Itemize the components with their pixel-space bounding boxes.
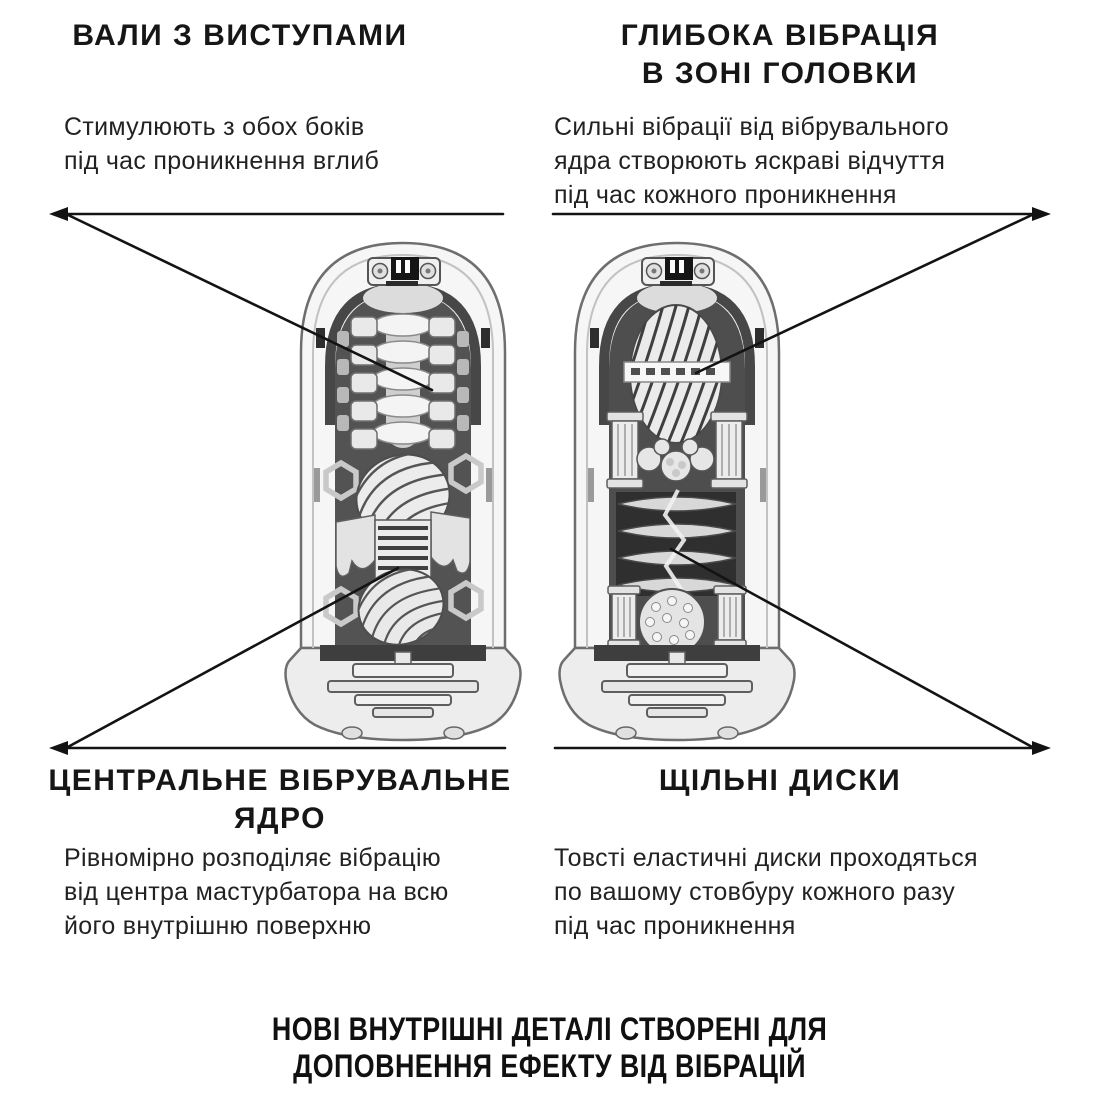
- callout-arrow-top-right: [1032, 207, 1051, 221]
- bumpy-sphere: [638, 588, 706, 656]
- device-right-latch: [641, 257, 715, 286]
- device-right-base-plates: [594, 645, 760, 740]
- dense-disc-stack: [616, 489, 737, 596]
- feature-title-dense-discs: ЩІЛЬНІ ДИСКИ: [658, 764, 902, 797]
- device-cutaway-right: [558, 241, 796, 742]
- upper-columns: [606, 411, 748, 489]
- device-left-latch: [367, 257, 441, 286]
- feature-description-deep-vibration: Сильні вібрації від вібрувального ядра с…: [554, 113, 949, 209]
- feature-description-dense-discs: Товсті еластичні диски проходяться по ва…: [554, 844, 978, 940]
- callout-top-left: [49, 207, 505, 392]
- callout-lines: [49, 207, 1051, 755]
- footer-claim: НОВІ ВНУТРІШНІ ДЕТАЛІ СТВОРЕНІ ДЛЯ ДОПОВ…: [0, 974, 1100, 1085]
- device-cutaway-left: [284, 241, 522, 742]
- ridged-shafts-detail: [337, 313, 469, 450]
- bump-cluster: [636, 438, 715, 482]
- callout-arrow-top-left: [49, 207, 68, 221]
- callout-bottom-right: [553, 547, 1051, 755]
- device-left-base-plates: [320, 645, 486, 740]
- callout-arrow-bottom-left: [49, 741, 68, 755]
- callout-top-right: [551, 207, 1051, 375]
- feature-title-ridged-shafts: ВАЛИ З ВИСТУПАМИ: [72, 19, 408, 52]
- feature-title-central-core: ЦЕНТРАЛЬНЕ ВІБРУВАЛЬНЕ ЯДРО: [48, 764, 512, 835]
- callout-arrow-bottom-right: [1032, 741, 1051, 755]
- feature-description-ridged-shafts: Стимулюють з обох боків під час проникне…: [64, 113, 380, 175]
- footer-claim-text: НОВІ ВНУТРІШНІ ДЕТАЛІ СТВОРЕНІ ДЛЯ ДОПОВ…: [272, 1011, 828, 1084]
- feature-title-deep-vibration: ГЛИБОКА ВІБРАЦІЯ В ЗОНІ ГОЛОВКИ: [620, 19, 940, 90]
- hexagon-texture: [323, 452, 484, 628]
- callout-bottom-left: [49, 566, 507, 755]
- feature-description-central-core: Рівномірно розподіляє вібрацію від центр…: [64, 844, 449, 940]
